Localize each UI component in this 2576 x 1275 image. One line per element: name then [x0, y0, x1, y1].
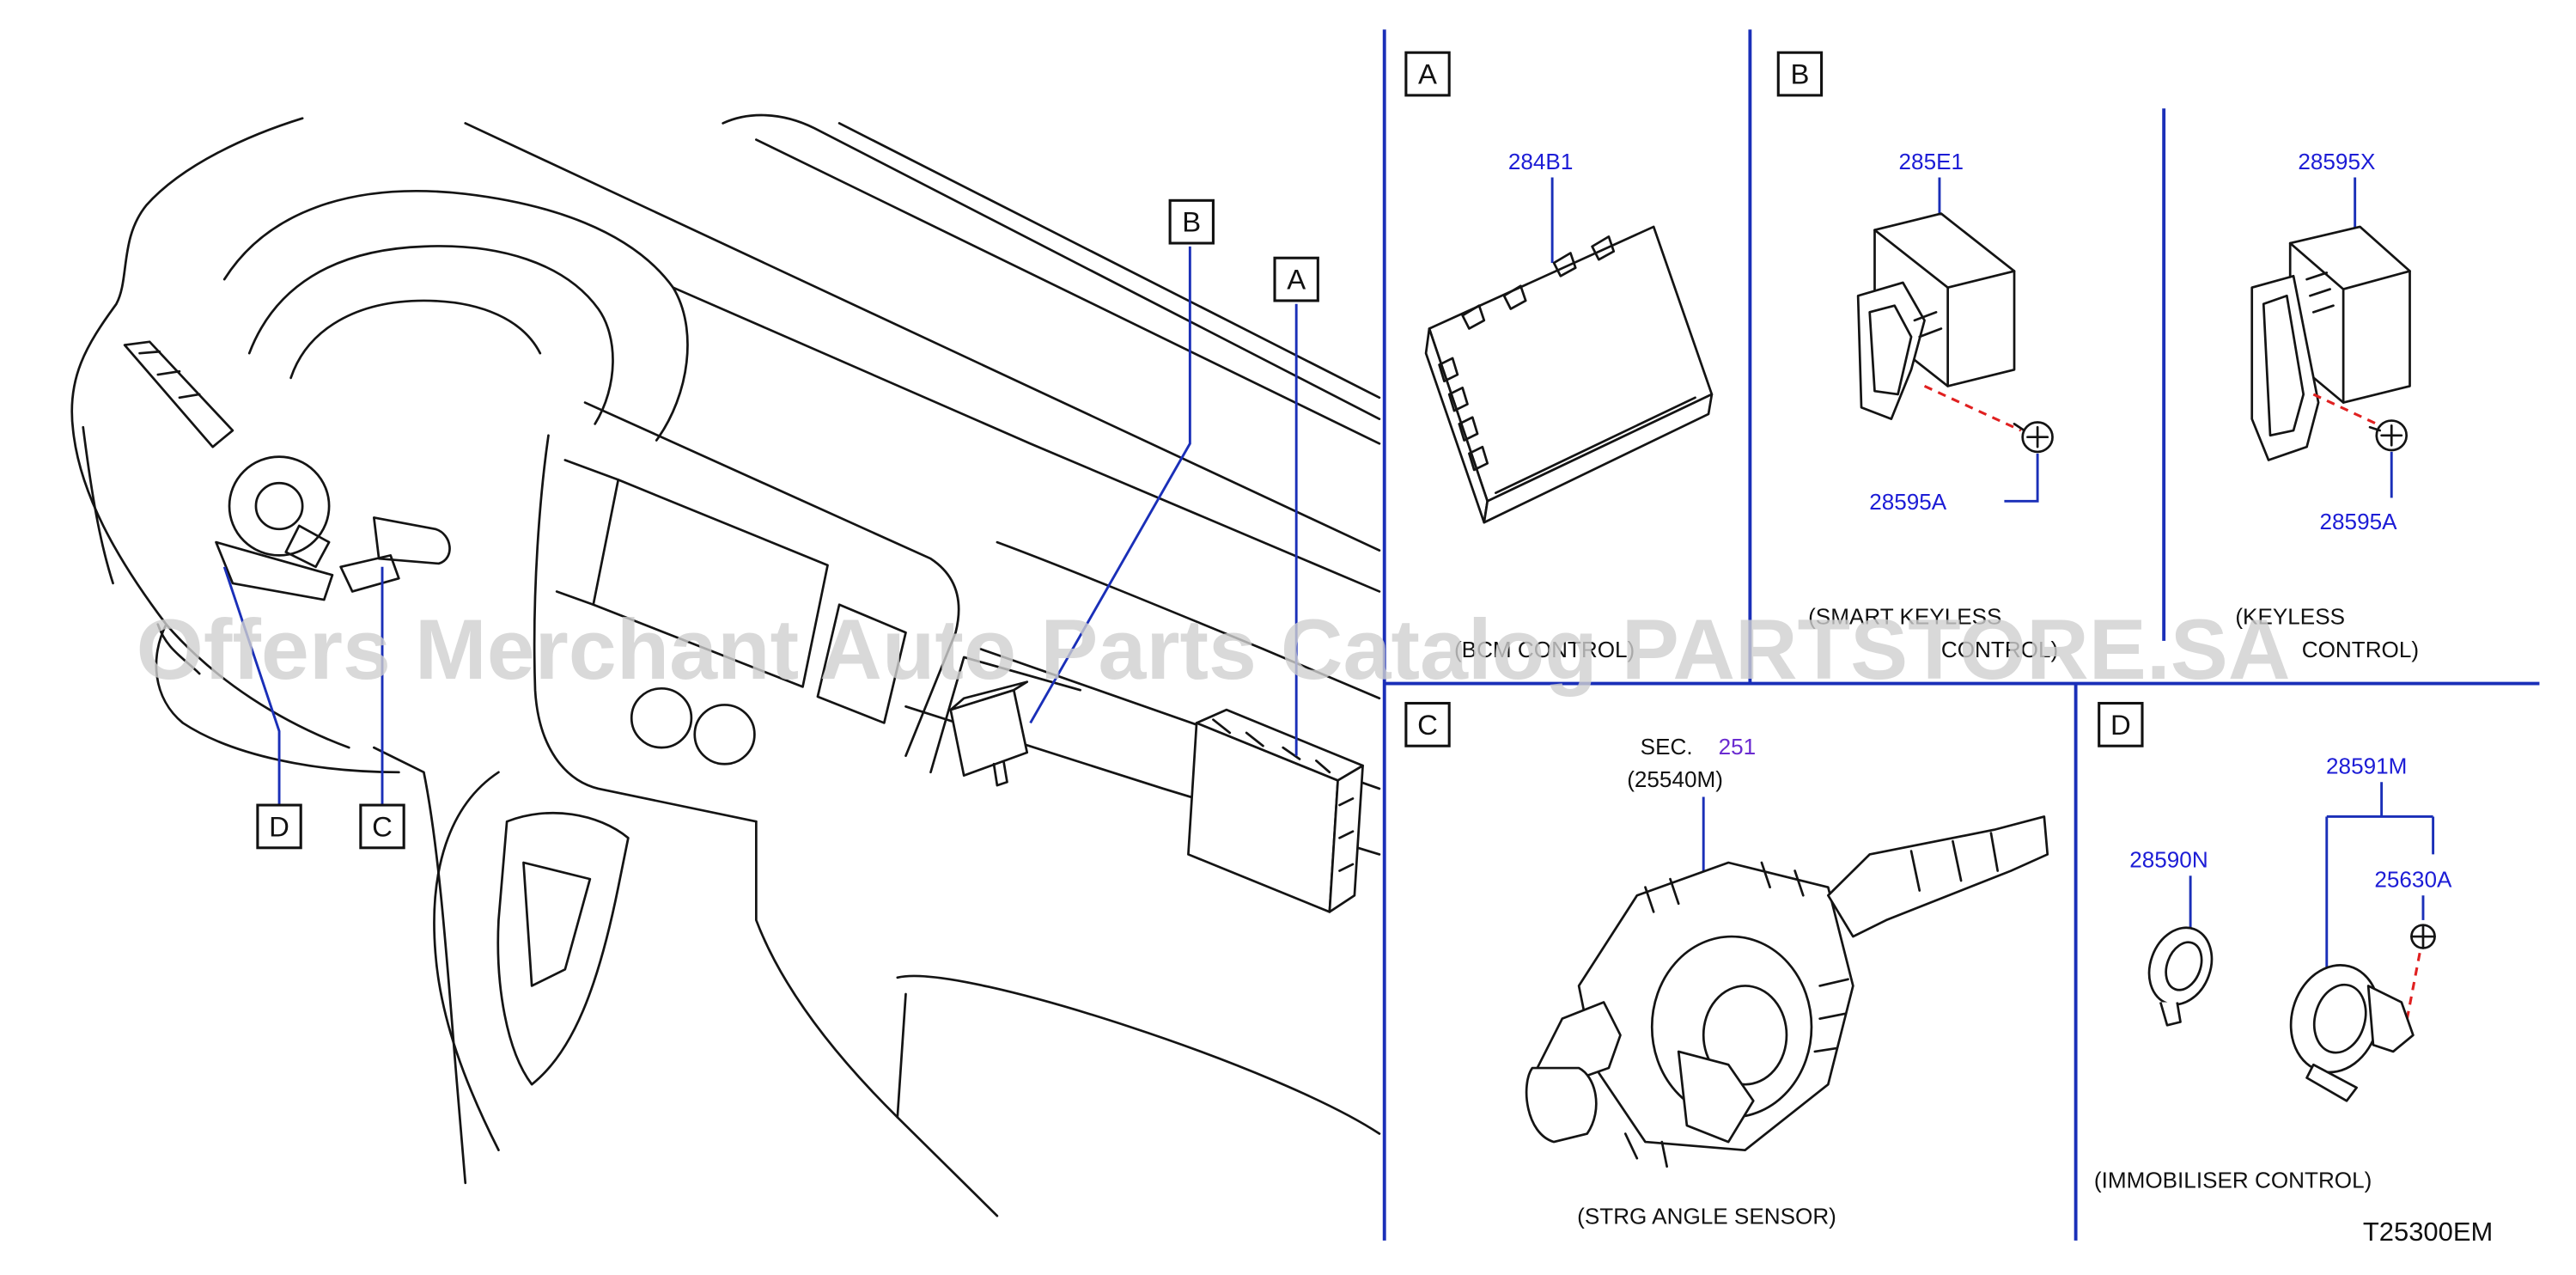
callout-c-label: C [372, 811, 393, 843]
part-number-28595a-right: 28595A [2320, 509, 2398, 534]
callout-b: B [1168, 198, 1215, 245]
watermark: Offers Merchant Auto Parts Catalog PARTS… [137, 601, 2291, 697]
steering-angle-sensor-drawing [1525, 815, 2049, 1168]
callout-d-label: D [269, 811, 289, 843]
part-number-28595a-left: 28595A [1869, 489, 1947, 515]
panel-d-label: D [2110, 709, 2131, 741]
panel-b-right-caption-2: CONTROL) [2302, 637, 2419, 662]
diagram-code: T25300EM [2363, 1217, 2493, 1247]
panel-d: D 28590N 28591M 25630A (IMMOBILISER CONT… [2094, 701, 2452, 1193]
part-number-25630a: 25630A [2374, 867, 2452, 893]
section-number-251: 251 [1719, 734, 1757, 760]
overview-keyless-unit [949, 680, 1029, 787]
panel-c-label: C [1417, 709, 1438, 741]
immobiliser-antenna-assembly [2289, 924, 2436, 1102]
panel-c: C SEC. 251 (25540M) (STRG ANGLE SENSOR) [1404, 701, 2049, 1229]
section-prefix: SEC. [1641, 734, 1693, 760]
callout-a-label: A [1287, 264, 1306, 296]
panel-b-label: B [1790, 58, 1809, 90]
part-number-28590n: 28590N [2129, 847, 2208, 873]
panel-b-right-caption-1: (KEYLESS [2235, 604, 2345, 630]
callout-c: C [359, 803, 405, 850]
dashboard-overview-drawing: B A D C [70, 113, 1381, 1217]
part-number-25540m: (25540M) [1627, 766, 1723, 792]
panel-c-caption: (STRG ANGLE SENSOR) [1577, 1204, 1836, 1229]
part-number-285e1: 285E1 [1899, 149, 1964, 174]
callout-d: D [256, 803, 302, 850]
callout-a: A [1273, 256, 1319, 302]
panel-b-left-caption-1: (SMART KEYLESS [1808, 604, 2001, 630]
panel-a-label: A [1418, 58, 1437, 90]
panel-b-left-caption-2: CONTROL) [1941, 637, 2058, 662]
part-number-28591m: 28591M [2326, 753, 2407, 779]
part-number-28595x: 28595X [2298, 149, 2375, 174]
keyless-control-unit: 28595X 28595A (KEYLESS CONTROL) [2235, 149, 2419, 662]
overview-bcm-module [1187, 708, 1364, 913]
overview-combination-switch [123, 340, 451, 601]
panel-b: B 285E1 28595A (SMART KEYLESS CONTROL) 2… [1776, 51, 2419, 662]
part-number-284b1: 284B1 [1508, 149, 1573, 174]
immobiliser-antenna-ring-small [2147, 926, 2214, 1027]
callout-b-label: B [1182, 206, 1201, 238]
panel-a-caption: (BCM CONTROL) [1454, 637, 1635, 662]
bcm-module-drawing [1424, 225, 1714, 524]
smart-keyless-unit: 285E1 28595A (SMART KEYLESS CONTROL) [1808, 149, 2058, 662]
panel-a: A 284B1 (BCM CONTROL) [1404, 51, 1714, 662]
panel-d-caption: (IMMOBILISER CONTROL) [2094, 1168, 2372, 1193]
panel-dividers [1382, 29, 2540, 1241]
